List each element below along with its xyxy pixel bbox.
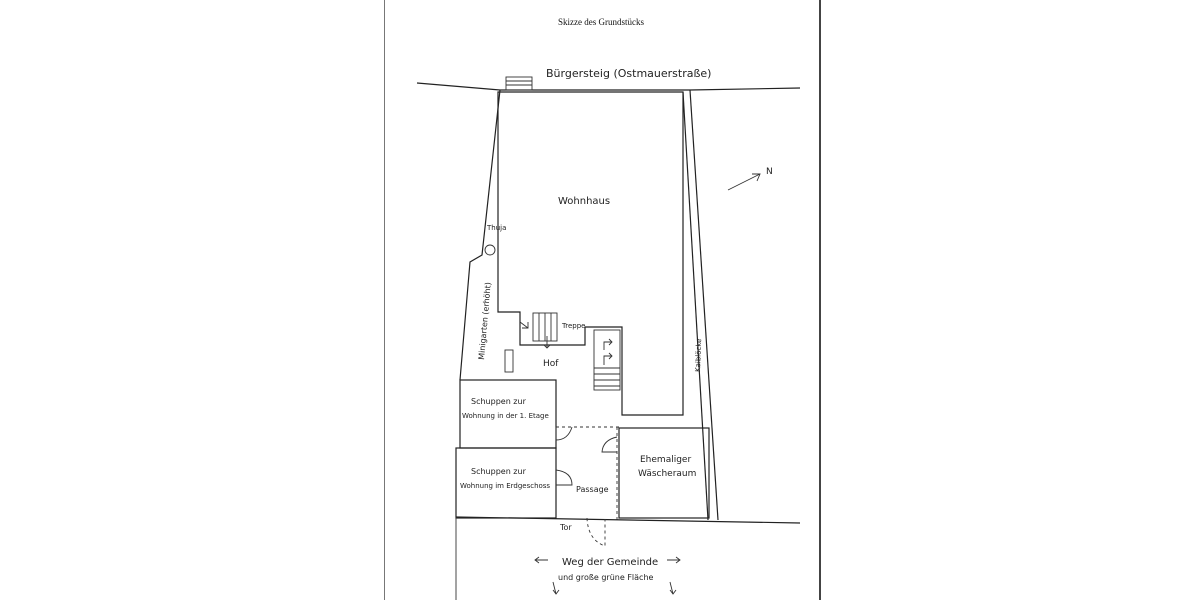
municipal-path-label: Weg der Gemeinde (562, 557, 658, 568)
paper-sheet (384, 0, 821, 600)
right-boundary-outer (689, 89, 719, 521)
stair-top (519, 312, 558, 349)
down-arrow-right (669, 581, 677, 595)
passage-label: Passage (576, 485, 609, 494)
laundry-room (618, 427, 710, 519)
stair-right (593, 329, 621, 391)
left-boundary (459, 89, 501, 381)
north-arrow (727, 173, 761, 191)
stairs-label: Treppe (561, 322, 585, 330)
green-area-label: und große grüne Fläche (558, 573, 654, 582)
right-boundary-inner (682, 91, 709, 521)
minigarden-label: Minigarten (erhöht) (477, 282, 493, 360)
shed-upper-line2: Wohnung in der 1. Etage (462, 412, 549, 420)
yard-element (504, 349, 514, 373)
shed-lower-line2: Wohnung im Erdgeschoss (460, 482, 550, 490)
gate-label: Tor (559, 523, 572, 532)
house-label: Wohnhaus (558, 196, 610, 207)
gate (586, 517, 606, 547)
laundry-line1: Ehemaliger (640, 455, 691, 465)
house-outline (497, 91, 684, 416)
shed-upper-line1: Schuppen zur (471, 397, 527, 406)
thuja-tree (484, 244, 496, 256)
side-path-label: Kaiblöcke (694, 338, 703, 372)
yard-label: Hof (543, 359, 559, 369)
door-shed-lower (555, 469, 573, 486)
path-arrow-right (667, 556, 681, 564)
entrance-steps (505, 76, 533, 91)
north-label: N (766, 167, 773, 177)
shed-lower-line1: Schuppen zur (471, 467, 527, 476)
thuja-label: Thuja (486, 224, 506, 232)
sketch-title: Skizze des Grundstücks (558, 17, 644, 27)
street-line (416, 82, 801, 91)
door-shed-upper (555, 426, 573, 441)
bottom-boundary (455, 516, 801, 524)
street-label: Bürgersteig (Ostmauerstraße) (546, 67, 711, 80)
down-arrow-left (552, 581, 560, 595)
path-arrow-left (534, 556, 548, 564)
door-laundry (601, 436, 618, 453)
laundry-line2: Wäscheraum (638, 469, 696, 479)
